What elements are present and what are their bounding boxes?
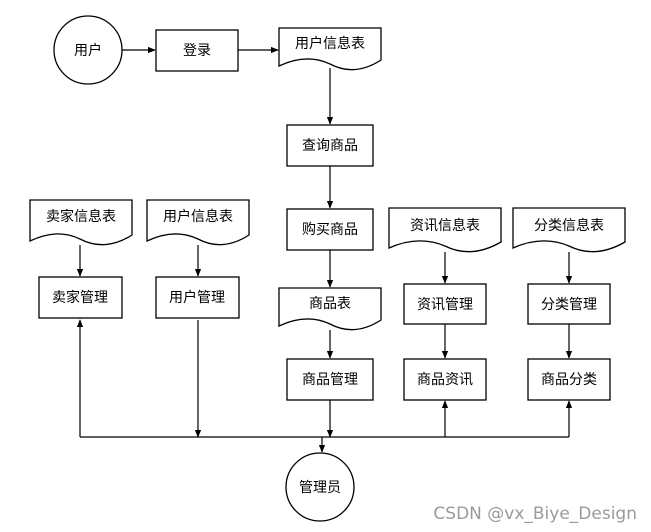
svg-text:管理员: 管理员 [299,480,341,496]
svg-text:用户管理: 用户管理 [169,289,225,306]
svg-text:分类管理: 分类管理 [541,297,597,313]
node-user-manage: 用户管理 [155,276,240,319]
edges [76,46,573,453]
svg-text:商品资讯: 商品资讯 [417,372,473,388]
svg-text:用户信息表: 用户信息表 [163,208,233,225]
node-buy-goods: 购买商品 [286,208,374,251]
node-query-goods: 查询商品 [286,124,374,167]
node-goods-category: 商品分类 [527,358,611,401]
node-category-manage: 分类管理 [527,283,611,325]
doc-seller-info-table: 卖家信息表 [29,199,133,246]
doc-category-info-table: 分类信息表 [512,207,626,253]
node-goods-news: 商品资讯 [403,358,487,401]
node-login: 登录 [155,29,239,72]
node-seller-manage: 卖家管理 [38,276,123,319]
node-user: 用户 [53,15,123,85]
svg-text:商品管理: 商品管理 [302,372,358,388]
watermark: CSDN @vx_Biye_Design [433,504,637,524]
svg-text:分类信息表: 分类信息表 [534,217,604,234]
svg-text:资讯信息表: 资讯信息表 [410,217,480,234]
svg-text:商品表: 商品表 [309,296,351,312]
doc-user-info-table-left: 用户信息表 [146,199,250,246]
svg-text:登录: 登录 [183,43,211,59]
doc-user-info-table-top: 用户信息表 [278,27,382,71]
svg-text:用户: 用户 [74,42,102,59]
node-admin: 管理员 [285,452,355,522]
node-goods-manage: 商品管理 [286,358,374,401]
svg-text:用户信息表: 用户信息表 [295,35,365,52]
svg-text:卖家信息表: 卖家信息表 [46,208,116,225]
doc-news-info-table: 资讯信息表 [388,207,502,253]
doc-goods-table: 商品表 [278,287,382,331]
svg-text:资讯管理: 资讯管理 [417,297,473,313]
svg-text:卖家管理: 卖家管理 [52,289,108,306]
svg-text:商品分类: 商品分类 [541,372,597,388]
node-news-manage: 资讯管理 [403,283,487,325]
svg-text:查询商品: 查询商品 [302,138,358,154]
svg-text:购买商品: 购买商品 [302,222,358,238]
